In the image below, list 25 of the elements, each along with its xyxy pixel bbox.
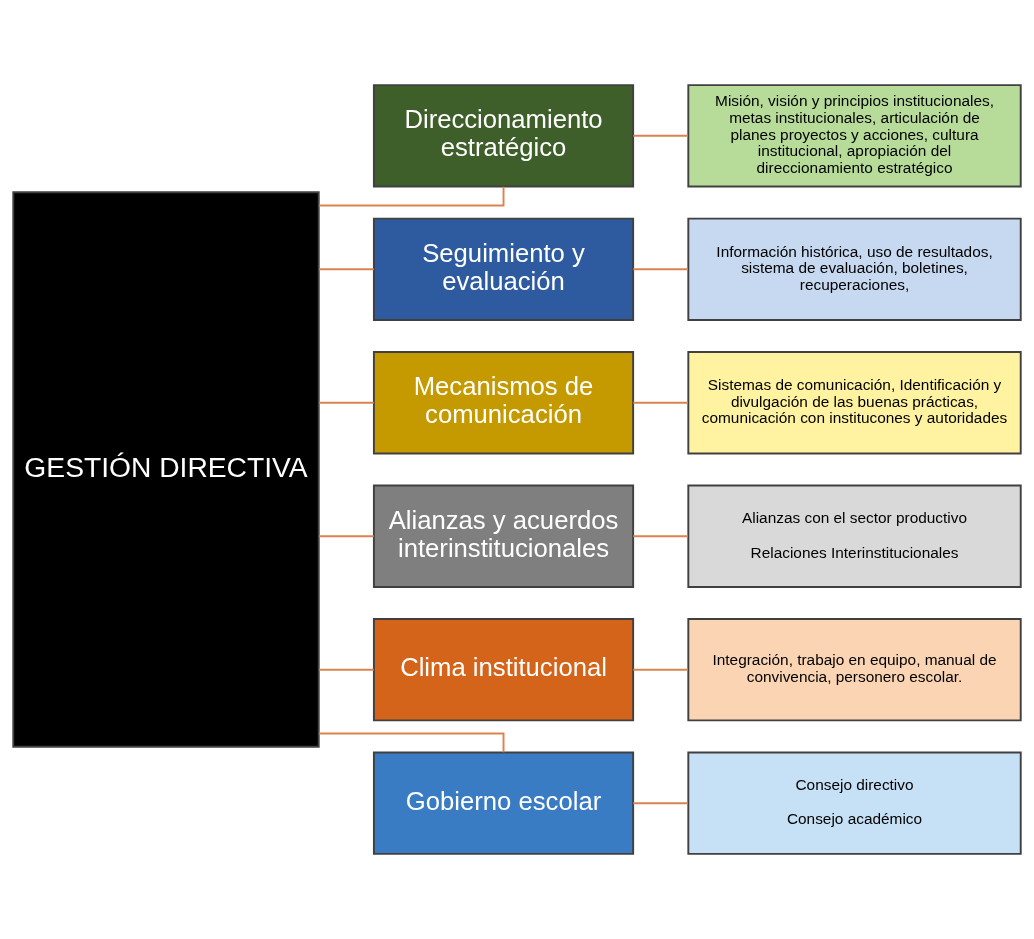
- node-box: Alianzas y acuerdos interinstitucionales: [372, 484, 635, 588]
- connector: [318, 668, 375, 671]
- connector: [632, 401, 689, 404]
- node-box: Alianzas con el sector productivo Relaciones Interinstitucionales: [687, 484, 1022, 588]
- node-box: Clima institucional: [372, 618, 635, 722]
- node-box: Misión, visión y principios institucionales, metas institucionales, articulación de planes proyectos y acciones, cultura institucional, apropiación del direccionamiento estratégico: [687, 84, 1022, 188]
- node-box: Gobierno escolar: [372, 751, 635, 855]
- node-box: Integración, trabajo en equipo, manual de convivencia, personero escolar.: [687, 618, 1022, 722]
- connector: [632, 535, 689, 538]
- connector: [318, 401, 375, 404]
- node-box: Mecanismos de comunicación: [372, 351, 635, 455]
- node-box: GESTIÓN DIRECTIVA: [12, 191, 320, 748]
- connector: [318, 185, 505, 207]
- connector: [632, 268, 689, 271]
- connector: [632, 668, 689, 671]
- connector: [632, 134, 689, 137]
- connector: [632, 802, 689, 805]
- node-box: Información histórica, uso de resultados, sistema de evaluación, boletines, recuperaciones,: [687, 217, 1022, 321]
- node-box: Seguimiento y evaluación: [372, 217, 635, 321]
- connector: [318, 535, 375, 538]
- node-box: Sistemas de comunicación, Identificación y divulgación de las buenas prácticas, comunicación con institucones y autoridades: [687, 351, 1022, 455]
- node-box: Direccionamiento estratégico: [372, 84, 635, 188]
- connector: [318, 268, 375, 271]
- connector: [318, 732, 505, 754]
- node-box: Consejo directivo Consejo académico: [687, 751, 1022, 855]
